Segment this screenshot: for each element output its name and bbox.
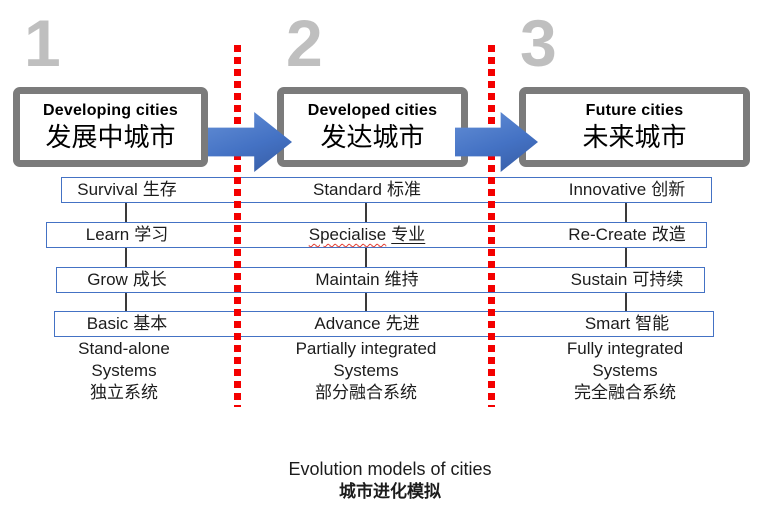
term-en: Learn — [85, 225, 130, 244]
systems-footer-standalone: Stand-alone Systems 独立系统 — [4, 338, 244, 404]
footer-line-zh: 独立系统 — [90, 383, 158, 402]
term-zh: 改造 — [651, 225, 686, 244]
stage-divider-dotted-line-2 — [488, 45, 495, 407]
term-en: Survival — [77, 180, 138, 199]
footer-line-en: Fully integrated — [566, 339, 684, 358]
connector-line — [365, 248, 367, 267]
term-zh: 专业 — [391, 225, 426, 244]
footer-line-zh: 完全融合系统 — [574, 383, 676, 402]
header-title-zh: 未来城市 — [582, 122, 687, 153]
term-en: Innovative — [568, 180, 647, 199]
diagram-caption: Evolution models of cities 城市进化模拟 — [240, 458, 540, 503]
term-en-spellcheck: Specialise — [308, 225, 387, 244]
term-en: Basic — [86, 314, 129, 333]
term-zh: 学习 — [134, 225, 169, 244]
stage-number-2: 2 — [286, 6, 323, 80]
term-en: Maintain — [315, 270, 380, 289]
term-zh: 成长 — [132, 270, 167, 289]
term-zh: 标准 — [387, 180, 421, 199]
term-en: Re-Create — [568, 225, 647, 244]
term-zh: 创新 — [651, 180, 686, 199]
connector-line — [625, 203, 627, 222]
term-en: Smart — [584, 314, 631, 333]
systems-footer-partially-integrated: Partially integrated Systems 部分融合系统 — [246, 338, 486, 404]
connector-line — [125, 293, 127, 312]
term-zh: 先进 — [385, 314, 420, 333]
connector-line — [365, 293, 367, 312]
header-title-zh: 发达城市 — [320, 122, 425, 153]
term-zh: 可持续 — [632, 270, 684, 289]
caption-en: Evolution models of cities — [288, 459, 492, 479]
header-box-developed-cities: Developed cities 发达城市 — [277, 87, 468, 167]
term-en: Standard — [313, 180, 382, 199]
systems-footer-fully-integrated: Fully integrated Systems 完全融合系统 — [505, 338, 745, 404]
header-box-developing-cities: Developing cities 发展中城市 — [13, 87, 208, 167]
header-title-en: Developing cities — [43, 102, 178, 119]
term-zh: 维持 — [384, 270, 419, 289]
footer-line-en: Stand-alone — [78, 339, 170, 358]
connector-line — [125, 248, 127, 267]
stage-number-1: 1 — [24, 6, 61, 80]
connector-line — [365, 203, 367, 222]
header-title-zh: 发展中城市 — [45, 122, 176, 153]
row-cell-standard: Standard 标准 — [313, 178, 421, 201]
connector-line — [625, 293, 627, 312]
term-zh: 基本 — [133, 314, 168, 333]
header-title-en: Future cities — [585, 102, 684, 119]
header-title-en: Developed cities — [307, 102, 438, 119]
stage-number-3: 3 — [520, 6, 557, 80]
header-box-future-cities: Future cities 未来城市 — [519, 87, 750, 167]
connector-line — [125, 203, 127, 222]
term-en: Grow — [87, 270, 128, 289]
connector-line — [625, 248, 627, 267]
footer-line-en: Systems — [592, 361, 658, 380]
caption-zh: 城市进化模拟 — [339, 482, 441, 501]
stage-divider-dotted-line-1 — [234, 45, 241, 407]
term-en: Sustain — [570, 270, 628, 289]
footer-line-zh: 部分融合系统 — [315, 383, 417, 402]
footer-line-en: Systems — [333, 361, 399, 380]
term-en: Advance — [314, 314, 381, 333]
term-zh: 智能 — [635, 314, 670, 333]
footer-line-en: Partially integrated — [295, 339, 437, 358]
term-zh: 生存 — [142, 180, 177, 199]
footer-line-en: Systems — [91, 361, 157, 380]
